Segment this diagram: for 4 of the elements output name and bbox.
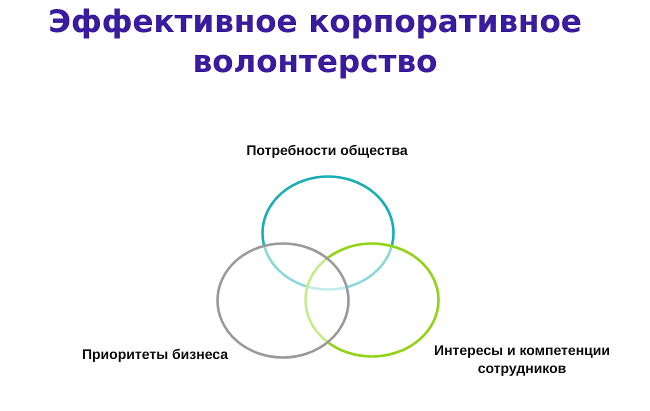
circle-label: Приоритеты бизнеса <box>82 345 228 363</box>
diagram-title: Эффективное корпоративное волонтерство <box>47 3 583 82</box>
circle-label: Интересы и компетенции сотрудников <box>433 341 611 377</box>
circle-label: Потребности общества <box>246 141 408 159</box>
